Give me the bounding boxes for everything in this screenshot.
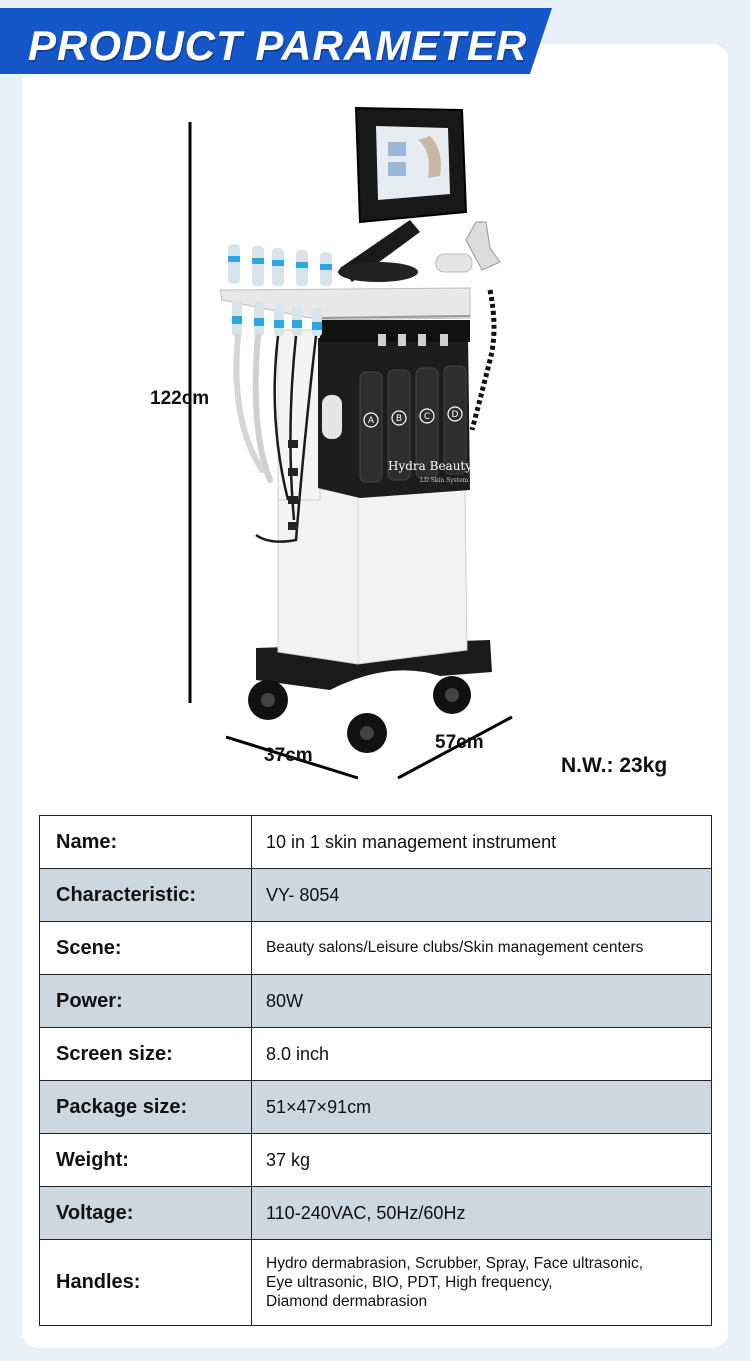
page-title: PRODUCT PARAMETER — [28, 22, 528, 69]
spec-key: Package size: — [39, 1080, 252, 1134]
spec-value-multiline: Hydro dermabrasion, Scrubber, Spray, Fac… — [251, 1239, 712, 1326]
bottle-letter: C — [424, 412, 430, 422]
spec-key: Characteristic: — [39, 868, 252, 922]
spec-value-line: Hydro dermabrasion, Scrubber, Spray, Fac… — [266, 1255, 644, 1272]
spec-table: Name: 10 in 1 skin management instrument… — [39, 815, 712, 1326]
table-row: Power: 80W — [39, 974, 712, 1028]
machine-column — [277, 487, 468, 665]
table-row: Characteristic: VY- 8054 — [39, 868, 712, 922]
brand-sublabel: LD Skin System — [420, 477, 469, 484]
spec-key: Weight: — [39, 1133, 252, 1187]
product-image: A B C D Hydra Beauty LD Skin System — [219, 106, 501, 753]
dimension-lines — [188, 122, 513, 780]
bottle-letter: A — [368, 416, 375, 426]
bottle-letter: B — [396, 414, 402, 424]
spec-key: Voltage: — [39, 1186, 252, 1240]
bottle-letter: D — [452, 410, 459, 420]
table-row: Screen size: 8.0 inch — [39, 1027, 712, 1081]
depth-label: 57cm — [435, 732, 484, 753]
table-row: Handles: Hydro dermabrasion, Scrubber, S… — [39, 1239, 712, 1326]
depth-dimension-line — [397, 715, 513, 780]
width-label: 37cm — [264, 745, 313, 766]
spec-key: Power: — [39, 974, 252, 1028]
table-row: Weight: 37 kg — [39, 1133, 712, 1187]
table-row: Scene: Beauty salons/Leisure clubs/Skin … — [39, 921, 712, 975]
spec-value: 8.0 inch — [251, 1027, 712, 1081]
height-label: 122cm — [150, 388, 210, 409]
coil-cable — [469, 289, 497, 431]
table-row: Package size: 51×47×91cm — [39, 1080, 712, 1134]
spec-value: 80W — [251, 974, 712, 1028]
spec-key: Name: — [39, 815, 252, 869]
header-banner: PRODUCT PARAMETER — [0, 8, 552, 74]
spec-value: 37 kg — [251, 1133, 712, 1187]
spec-value: 110-240VAC, 50Hz/60Hz — [251, 1186, 712, 1240]
table-row: Voltage: 110-240VAC, 50Hz/60Hz — [39, 1186, 712, 1240]
table-row: Name: 10 in 1 skin management instrument — [39, 815, 712, 869]
spec-value: 10 in 1 skin management instrument — [251, 815, 712, 869]
spec-key: Handles: — [39, 1239, 252, 1326]
spec-value-line: Diamond dermabrasion — [266, 1293, 428, 1310]
spec-key: Screen size: — [39, 1027, 252, 1081]
spec-value-line: Eye ultrasonic, BIO, PDT, High frequency… — [266, 1274, 553, 1291]
width-dimension-line — [225, 735, 359, 780]
spec-key: Scene: — [39, 921, 252, 975]
spec-value: 51×47×91cm — [251, 1080, 712, 1134]
brand-label: Hydra Beauty — [388, 459, 472, 473]
handpieces — [228, 244, 332, 336]
net-weight-label: N.W.: 23kg — [561, 754, 668, 777]
spec-value: Beauty salons/Leisure clubs/Skin managem… — [251, 921, 712, 975]
spec-value: VY- 8054 — [251, 868, 712, 922]
